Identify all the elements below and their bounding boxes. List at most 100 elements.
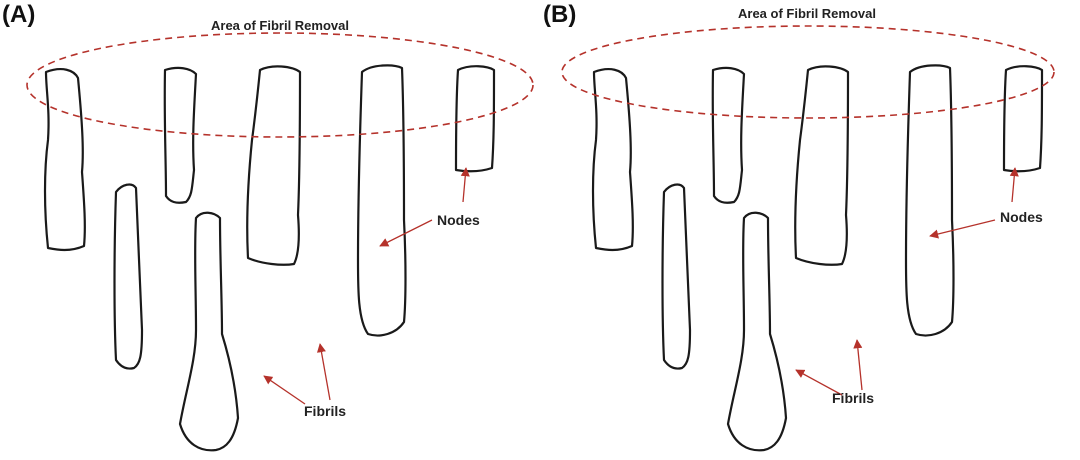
fibril xyxy=(136,245,200,254)
fibril xyxy=(192,116,264,125)
fibril xyxy=(220,298,364,316)
area-of-removal-label: Area of Fibril Removal xyxy=(738,6,876,21)
fibril xyxy=(192,80,264,89)
fibril xyxy=(298,133,364,140)
panel-a: (A) Area of Fibril Removal Nodes Fibrils xyxy=(2,1,534,452)
fibrils-arrow xyxy=(316,343,331,401)
nodes-label: Nodes xyxy=(1000,209,1043,225)
fibril xyxy=(846,161,912,168)
fibril xyxy=(684,217,748,226)
fibril xyxy=(684,315,748,324)
fibrils-arrow xyxy=(795,369,843,396)
fibril xyxy=(296,95,366,103)
fibril xyxy=(846,186,910,194)
fibril xyxy=(560,124,598,130)
node xyxy=(356,64,407,337)
fibril xyxy=(220,217,252,223)
node xyxy=(178,211,240,452)
node xyxy=(711,66,746,204)
fibril xyxy=(192,160,258,167)
fibril xyxy=(626,174,718,182)
panel-label: (B) xyxy=(543,1,576,28)
node xyxy=(904,64,955,337)
fibrils-group xyxy=(560,124,1056,380)
fibril xyxy=(684,343,748,352)
fibril xyxy=(950,188,970,194)
fibril xyxy=(560,138,598,144)
fibril xyxy=(192,174,258,181)
fibril xyxy=(768,231,800,237)
fibril xyxy=(740,160,806,167)
fibril xyxy=(402,188,422,194)
fibril xyxy=(560,166,598,172)
node xyxy=(591,68,634,252)
fibril xyxy=(626,146,718,154)
removal-area-oval xyxy=(561,25,1055,119)
fibril xyxy=(684,287,748,296)
fibril xyxy=(220,333,364,348)
node xyxy=(43,68,86,252)
fibril xyxy=(136,273,200,282)
fibril xyxy=(220,281,364,300)
panel-b: (B) Area of Fibril Removal Nodes Fibrils xyxy=(543,1,1056,452)
fibril xyxy=(82,207,120,213)
fibril xyxy=(78,106,170,114)
nodes-arrow xyxy=(1009,167,1019,203)
node xyxy=(246,65,302,266)
fibril xyxy=(684,205,748,214)
fibril xyxy=(400,160,460,166)
fibril xyxy=(298,175,364,182)
fibril xyxy=(192,92,264,101)
fibril xyxy=(136,343,200,352)
fibril xyxy=(192,132,258,139)
fibril xyxy=(740,132,806,139)
fibril xyxy=(192,146,258,153)
nodes-arrow xyxy=(379,219,433,247)
nodes-arrow xyxy=(460,167,470,203)
fibril xyxy=(26,102,50,108)
fibril xyxy=(298,161,364,168)
fibril xyxy=(948,174,1008,180)
panel-label: (A) xyxy=(2,1,35,28)
fibril xyxy=(400,95,462,101)
node xyxy=(454,65,496,173)
fibril xyxy=(136,301,200,310)
fibril xyxy=(298,256,362,264)
fibril xyxy=(296,107,366,115)
fibril xyxy=(220,245,252,251)
fibril xyxy=(740,174,806,181)
fibril xyxy=(948,132,1008,138)
fibril xyxy=(298,200,362,208)
fibril xyxy=(136,231,200,240)
fibril xyxy=(490,75,518,80)
fibril xyxy=(948,160,1008,166)
fibril xyxy=(846,200,910,208)
fibril xyxy=(1038,144,1056,149)
fibril xyxy=(400,83,462,89)
fibril xyxy=(78,82,170,90)
fibril xyxy=(78,94,170,102)
fibril xyxy=(78,118,170,126)
fibril xyxy=(82,221,120,227)
fibril xyxy=(630,221,668,227)
fibril xyxy=(400,174,460,180)
fibril xyxy=(846,133,912,140)
fibril xyxy=(192,104,264,113)
fibril xyxy=(846,256,910,264)
fibril xyxy=(220,231,252,237)
nodes-group xyxy=(591,64,1044,452)
fibril xyxy=(768,263,912,284)
fibril xyxy=(26,88,50,94)
fibrils-arrow xyxy=(263,375,306,405)
fibril xyxy=(846,147,912,154)
fibril xyxy=(768,217,800,223)
fibril xyxy=(12,138,50,144)
fibril xyxy=(400,107,462,113)
fibril xyxy=(298,228,362,236)
fibril xyxy=(82,235,120,241)
fibril xyxy=(560,152,598,158)
fibril xyxy=(298,147,364,154)
fibril xyxy=(626,160,718,168)
fibril xyxy=(298,186,362,194)
